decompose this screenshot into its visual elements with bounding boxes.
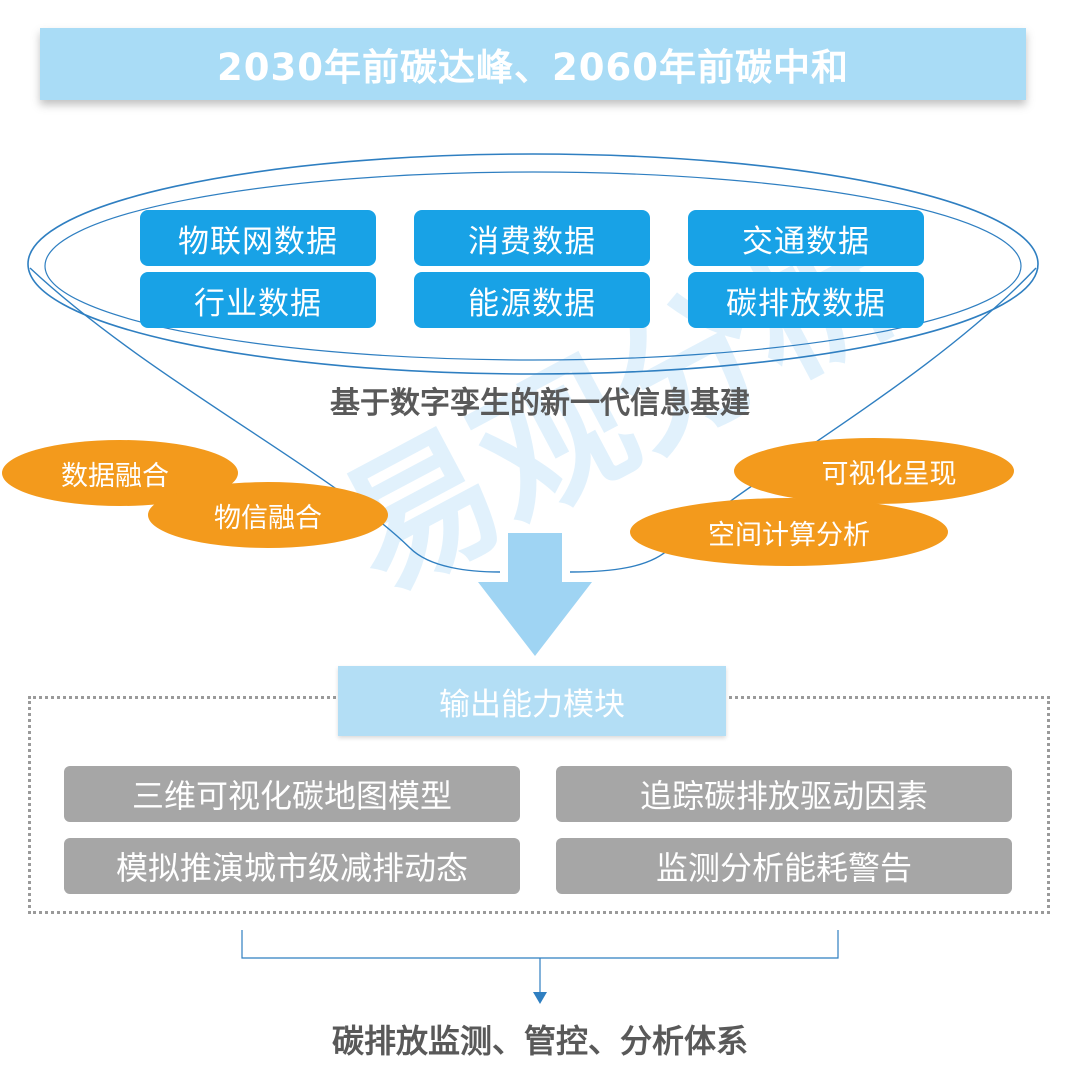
capability-monitor-warning: 监测分析能耗警告: [556, 838, 1012, 894]
oval-physical-info-fusion: 物信融合: [148, 482, 388, 548]
funnel-side-right: [569, 267, 1037, 573]
source-industry-data: 行业数据: [140, 272, 376, 328]
source-carbon-emission-data: 碳排放数据: [688, 272, 924, 328]
funnel-rim-outer: [27, 153, 1039, 375]
source-traffic-data: 交通数据: [688, 210, 924, 266]
page-title: 2030年前碳达峰、2060年前碳中和: [217, 46, 849, 89]
capability-3d-carbon-map: 三维可视化碳地图模型: [64, 766, 520, 822]
output-module-title: 输出能力模块: [338, 666, 726, 736]
capability-track-drivers: 追踪碳排放驱动因素: [556, 766, 1012, 822]
down-arrow: [478, 533, 592, 656]
oval-visualization: 可视化呈现: [734, 438, 1014, 504]
bracket-connector: [241, 930, 839, 1004]
funnel-diagram: [27, 153, 1039, 656]
source-iot-data: 物联网数据: [140, 210, 376, 266]
title-banner: 2030年前碳达峰、2060年前碳中和: [40, 28, 1026, 100]
source-energy-data: 能源数据: [414, 272, 650, 328]
capability-simulate-reduction: 模拟推演城市级减排动态: [64, 838, 520, 894]
bracket-line: [241, 930, 839, 959]
oval-spatial-analysis: 空间计算分析: [630, 498, 948, 566]
source-consumption-data: 消费数据: [414, 210, 650, 266]
result-system-label: 碳排放监测、管控、分析体系: [331, 1022, 748, 1060]
funnel-rim-inner: [44, 171, 1022, 361]
arrow-head-icon: [533, 992, 547, 1004]
infrastructure-label: 基于数字孪生的新一代信息基建: [330, 386, 750, 421]
